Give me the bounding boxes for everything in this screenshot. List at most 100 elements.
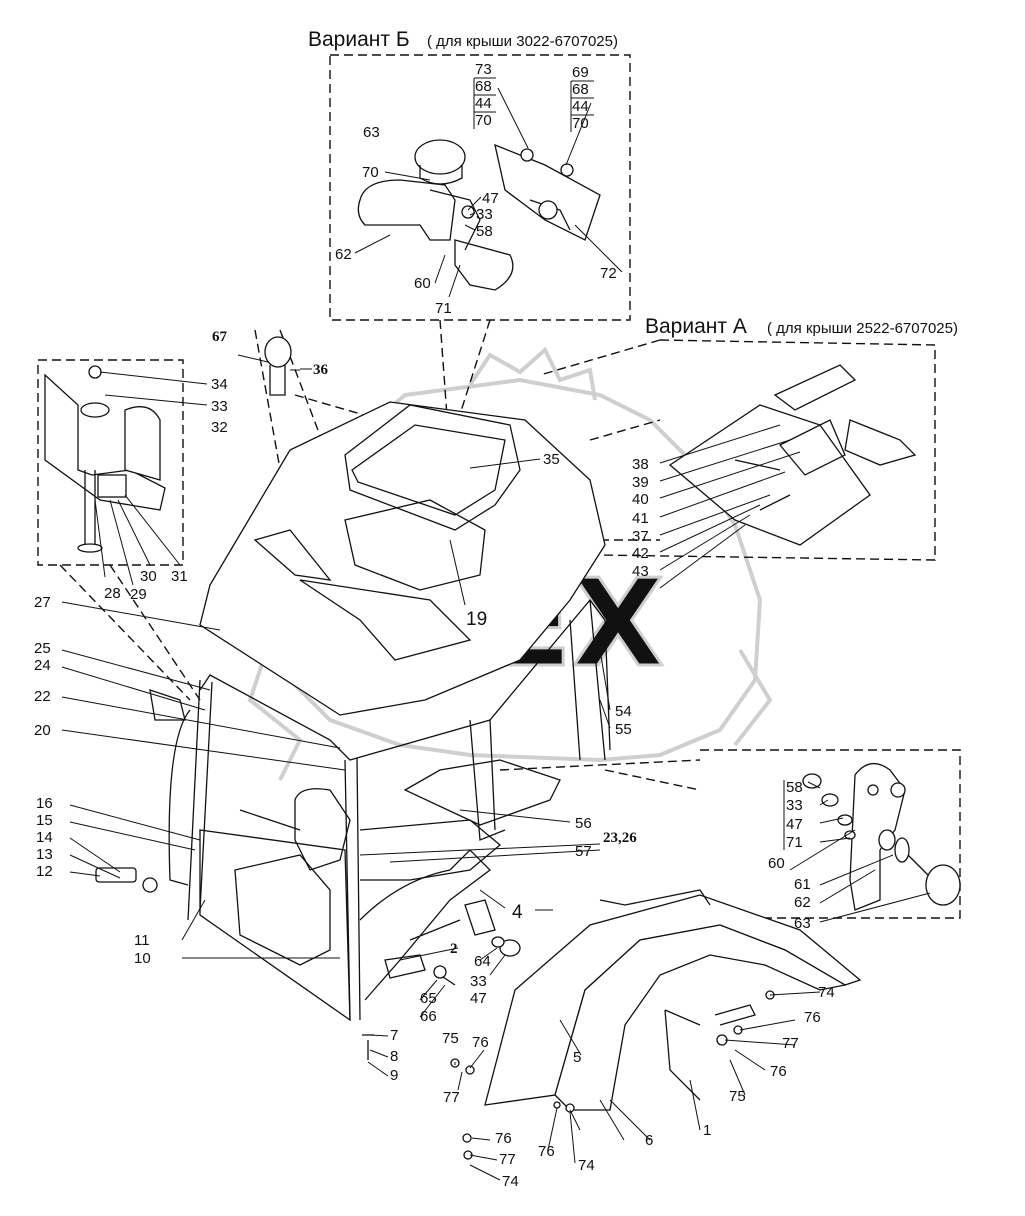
part-label: 74 — [502, 1173, 519, 1190]
part-label: 14 — [36, 829, 53, 846]
part-label: 42 — [632, 545, 649, 562]
part-label: 76 — [538, 1143, 555, 1160]
part-label: 28 — [104, 585, 121, 602]
top-left-labels: 67 36 34 33 32 28 29 30 31 — [104, 329, 329, 603]
part-label: 75 — [442, 1030, 459, 1047]
part-label: 31 — [171, 568, 188, 585]
part-label: 74 — [578, 1157, 595, 1174]
part-label: 13 — [36, 846, 53, 863]
part-label: 33 — [470, 973, 487, 990]
part-label: 67 — [212, 329, 228, 345]
variant-b-parts — [357, 139, 601, 291]
part-label: 77 — [782, 1035, 799, 1052]
fenders — [464, 889, 862, 1111]
part-label: 6 — [645, 1132, 653, 1149]
leader-lines — [61, 87, 931, 1181]
variant-b-heading: Вариант Б ( для крыши 3022-6707025) — [308, 28, 618, 51]
part-label: 35 — [543, 451, 560, 468]
part-label: 73 — [475, 61, 492, 78]
part-label: 41 — [632, 510, 649, 527]
part-label: 22 — [34, 688, 51, 705]
part-label: 62 — [794, 894, 811, 911]
part-label: 65 — [420, 990, 437, 1007]
part-label: 32 — [211, 419, 228, 436]
variant-b-title: Вариант Б — [308, 28, 410, 51]
part-label: 43 — [632, 563, 649, 580]
part-label: 75 — [729, 1088, 746, 1105]
part-label: 30 — [140, 568, 157, 585]
main-labels: 35 19 27 25 24 22 20 54 55 16 15 14 13 1… — [34, 451, 637, 1084]
part-label: 5 — [573, 1049, 581, 1066]
part-label: 54 — [615, 703, 632, 720]
top-left-detail — [44, 336, 292, 553]
part-label: 47 — [482, 190, 499, 207]
part-label: 61 — [794, 876, 811, 893]
part-label: 16 — [36, 795, 53, 812]
part-label: 25 — [34, 640, 51, 657]
variant-b-subtitle: ( для крыши 3022-6707025) — [427, 33, 618, 50]
part-label: 47 — [786, 816, 803, 833]
variant-b-labels: 63 70 47 33 58 62 60 71 72 — [335, 124, 617, 317]
hinge-detail — [802, 763, 961, 911]
part-label: 76 — [495, 1130, 512, 1147]
part-label: 60 — [768, 855, 785, 872]
part-label: 71 — [786, 834, 803, 851]
part-label: 33 — [786, 797, 803, 814]
part-label: 44 — [632, 581, 649, 598]
right-detail-labels: 58 33 47 71 60 61 62 63 — [768, 779, 811, 932]
part-label: 10 — [134, 950, 151, 967]
part-label: 39 — [632, 474, 649, 491]
part-label: 55 — [615, 721, 632, 738]
part-label: 19 — [466, 609, 487, 630]
part-label: 47 — [470, 990, 487, 1007]
part-label: 58 — [786, 779, 803, 796]
part-label: 8 — [390, 1048, 398, 1065]
part-label: 9 — [390, 1067, 398, 1084]
part-label: 64 — [474, 953, 491, 970]
part-label: 15 — [36, 812, 53, 829]
part-label: 63 — [363, 124, 380, 141]
part-label: 70 — [572, 115, 589, 132]
part-label: 33 — [211, 398, 228, 415]
part-label: 2 — [450, 941, 458, 957]
part-label: 4 — [512, 902, 523, 923]
part-label: 7 — [390, 1027, 398, 1044]
variant-a-subtitle: ( для крыши 2522-6707025) — [767, 320, 958, 337]
part-label: 44 — [572, 98, 589, 115]
part-label: 60 — [414, 275, 431, 292]
part-label: 76 — [804, 1009, 821, 1026]
variant-a-heading: Вариант А ( для крыши 2522-6707025) — [645, 315, 958, 338]
part-label: 38 — [632, 456, 649, 473]
part-label: 36 — [313, 362, 329, 378]
part-label: 69 — [572, 64, 589, 81]
part-label: 12 — [36, 863, 53, 880]
variant-a-title: Вариант А — [645, 315, 747, 338]
part-label: 77 — [499, 1151, 516, 1168]
part-label: 66 — [420, 1008, 437, 1025]
part-label: 24 — [34, 657, 51, 674]
part-label: 23,26 — [603, 830, 637, 846]
part-label: 76 — [770, 1063, 787, 1080]
variant-b-stack-right: 69 68 44 70 — [570, 64, 594, 132]
part-label: 34 — [211, 376, 228, 393]
part-label: 71 — [435, 300, 452, 317]
part-label: 29 — [130, 586, 147, 603]
part-label: 11 — [134, 932, 150, 949]
part-label: 74 — [818, 984, 835, 1001]
detail-frames — [37, 54, 961, 919]
part-label: 20 — [34, 722, 51, 739]
part-label: 76 — [472, 1034, 489, 1051]
part-label: 33 — [476, 206, 493, 223]
part-label: 27 — [34, 594, 51, 611]
bottom-labels: 74 76 77 76 75 75 76 77 5 6 1 76 74 76 7… — [442, 984, 835, 1190]
variant-b-stack-left: 73 68 44 70 — [473, 61, 496, 129]
part-label: 44 — [475, 95, 492, 112]
part-label: 68 — [475, 78, 492, 95]
part-label: 68 — [572, 81, 589, 98]
cab-assembly — [149, 401, 611, 1022]
variant-a-labels: 38 39 40 41 37 42 43 44 — [632, 456, 649, 598]
part-label: 62 — [335, 246, 352, 263]
part-label: 77 — [443, 1089, 460, 1106]
part-label: 63 — [794, 915, 811, 932]
